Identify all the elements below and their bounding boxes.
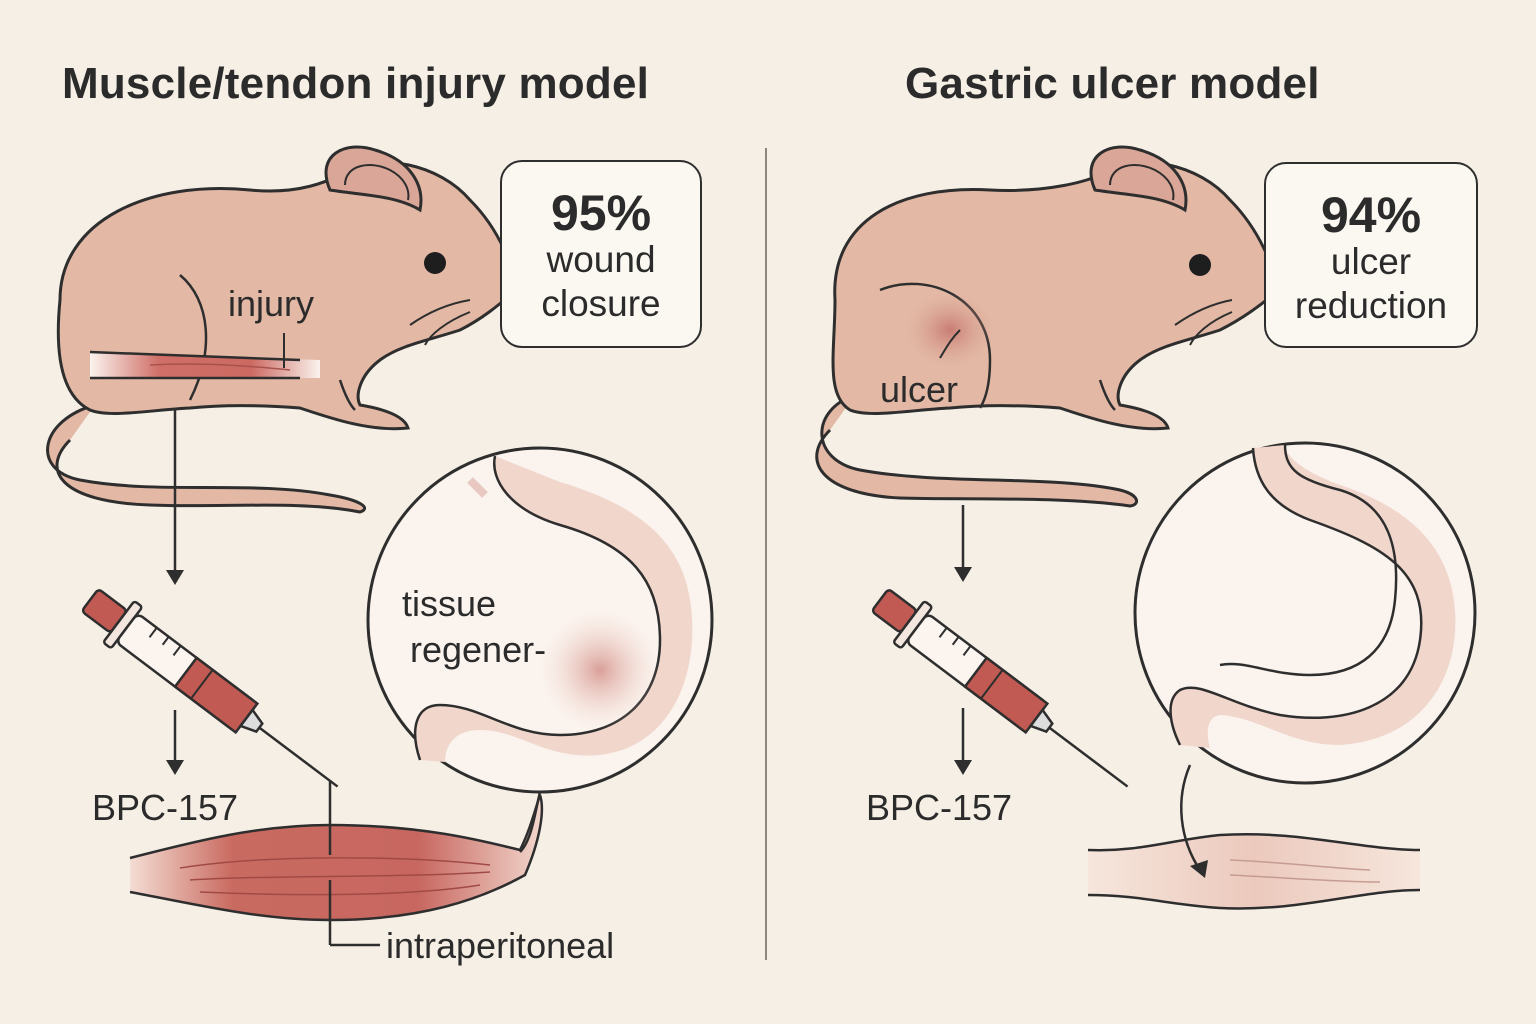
left-drug-label: BPC-157 (92, 787, 239, 828)
syringe-left (81, 589, 339, 788)
route-label: intraperitoneal (386, 925, 615, 966)
left-stat-box: 95% wound closure (500, 160, 702, 348)
right-stat-line2: reduction (1294, 285, 1448, 326)
arrow-syringe-to-drug-right (954, 708, 972, 775)
right-panel-title: Gastric ulcer model (905, 59, 1320, 108)
right-stat-line1: ulcer (1330, 241, 1412, 282)
right-stat-value: 94% (1320, 187, 1422, 243)
arrow-syringe-to-drug (166, 710, 184, 775)
left-stat-value: 95% (550, 185, 652, 241)
left-stat-line1: wound (546, 239, 656, 280)
muscle-left (129, 780, 544, 947)
zoom-label-line1: tissue (402, 583, 497, 624)
rat-left (46, 145, 518, 514)
right-drug-label: BPC-157 (866, 787, 1013, 828)
muscle-right (1087, 764, 1421, 910)
syringe-right (871, 589, 1129, 788)
arrow-rat-to-syringe-right (954, 505, 972, 582)
arrow-rat-to-syringe (166, 410, 184, 585)
right-stat-box: 94% ulcer reduction (1264, 162, 1478, 348)
left-stat-line2: closure (541, 283, 661, 324)
injury-label: injury (228, 283, 315, 324)
zoom-circle-right (1133, 441, 1477, 785)
rat-right (815, 145, 1281, 508)
ulcer-label: ulcer (880, 369, 959, 410)
zoom-label-line2: regener- (410, 629, 547, 670)
left-panel-title: Muscle/tendon injury model (62, 59, 650, 108)
zoom-circle-left (366, 446, 714, 853)
